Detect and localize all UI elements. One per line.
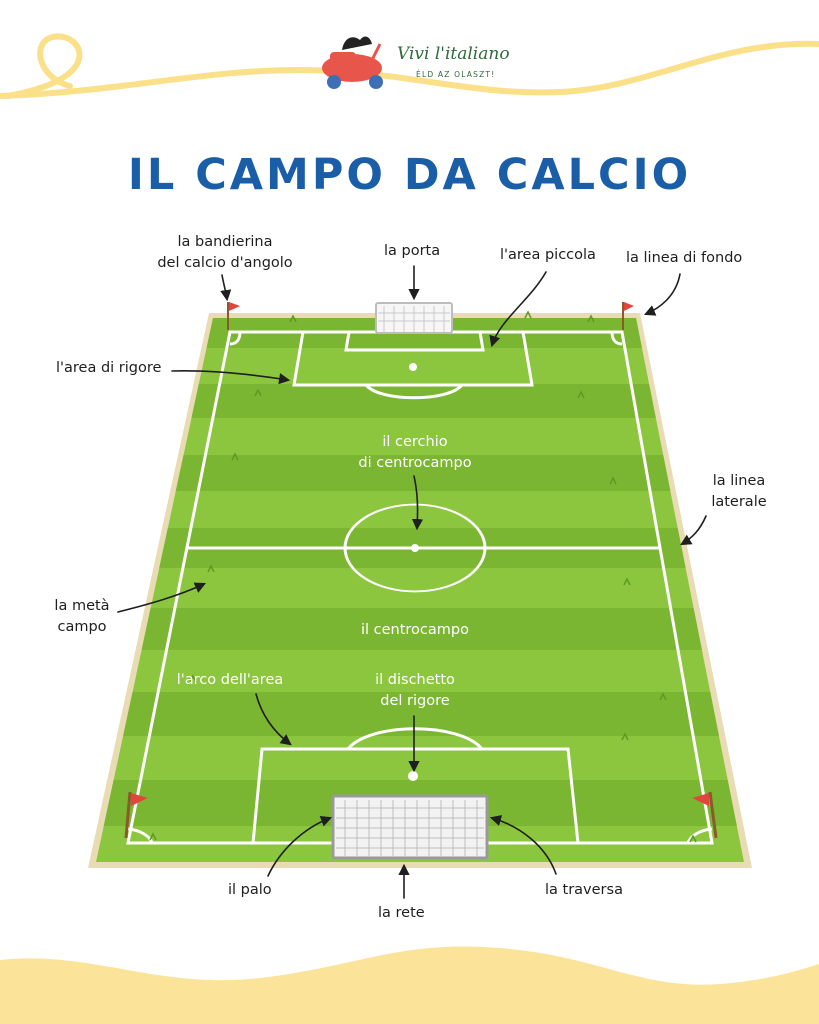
- arrow-post: [267, 815, 333, 877]
- brand-name: Vivi l'italiano: [397, 44, 510, 64]
- label-corner-flag: la bandierina del calcio d'angolo: [150, 232, 300, 274]
- label-post: il palo: [228, 882, 272, 898]
- scooter-logo: [322, 36, 383, 89]
- top-penalty-area: [292, 331, 534, 387]
- arrow-center-circle: [411, 475, 424, 531]
- field-lines: [126, 330, 714, 845]
- label-corner-flag-line2: del calcio d'angolo: [157, 255, 293, 271]
- top-wave-decoration: [0, 40, 819, 99]
- label-penalty-spot-line2: del rigore: [380, 693, 450, 709]
- bottom-penalty-area: [251, 747, 580, 844]
- corner-arc-br: [686, 827, 713, 844]
- label-touchline-line2: laterale: [711, 494, 767, 510]
- arrow-penalty-area: [171, 370, 291, 385]
- top-goal: [375, 302, 453, 334]
- corner-flag-tl: [227, 302, 240, 330]
- label-penalty-area: l'area di rigore: [56, 360, 162, 376]
- bottom-wave-decoration: [0, 946, 819, 1024]
- arrow-crossbar: [489, 815, 557, 875]
- center-spot: [411, 544, 419, 552]
- label-goal: la porta: [384, 243, 441, 259]
- label-corner-flag-line1: la bandierina: [177, 234, 273, 250]
- page-title: IL CAMPO DA CALCIO: [127, 150, 692, 200]
- label-goal-line: la linea di fondo: [626, 250, 743, 266]
- label-center-circle: il cerchio di centrocampo: [340, 432, 490, 474]
- label-net: la rete: [378, 905, 425, 921]
- corner-flag-tr: [622, 302, 634, 330]
- center-circle: [343, 503, 487, 593]
- label-half: la metà campo: [40, 596, 124, 638]
- pitch-outline: [126, 330, 714, 845]
- label-crossbar: la traversa: [545, 882, 623, 898]
- label-half-line1: la metà: [54, 598, 110, 614]
- corner-arc-tr: [610, 331, 623, 346]
- label-goal-area: l'area piccola: [500, 247, 596, 263]
- label-half-line2: campo: [57, 619, 107, 635]
- corner-flag-bl: [124, 791, 148, 839]
- label-midfield: il centrocampo: [360, 622, 469, 638]
- top-penalty-arc: [364, 383, 464, 400]
- arrow-penalty-arc: [255, 693, 292, 746]
- bottom-penalty-spot: [408, 771, 418, 781]
- annotation-arrows: [117, 265, 707, 899]
- top-penalty-spot: [409, 363, 417, 371]
- label-penalty-arc: l'arco dell'area: [176, 672, 284, 688]
- top-goal-area: [344, 331, 485, 352]
- top-loop-decoration: [5, 33, 83, 99]
- arrow-goal-line: [643, 273, 681, 316]
- arrow-half: [117, 582, 207, 613]
- bottom-penalty-arc: [346, 727, 484, 751]
- brand-tagline: ÉLD AZ OLASZT!: [416, 70, 496, 79]
- label-touchline: la linea laterale: [694, 471, 784, 513]
- arrow-corner-flag: [220, 274, 232, 302]
- grass-stripes: [96, 318, 744, 826]
- label-center-circle-line1: il cerchio: [382, 434, 448, 450]
- corner-flag-br: [692, 791, 718, 839]
- label-center-circle-line2: di centrocampo: [358, 455, 472, 471]
- label-penalty-spot-line1: il dischetto: [375, 672, 455, 688]
- grass-tufts: [149, 310, 697, 843]
- label-penalty-spot: il dischetto del rigore: [340, 670, 490, 712]
- label-touchline-line1: la linea: [712, 473, 766, 489]
- corner-arc-bl: [127, 827, 154, 844]
- corner-arc-tl: [229, 331, 242, 346]
- bottom-goal: [331, 794, 489, 860]
- arrow-goal-area: [489, 271, 547, 348]
- arrow-touchline: [680, 515, 707, 546]
